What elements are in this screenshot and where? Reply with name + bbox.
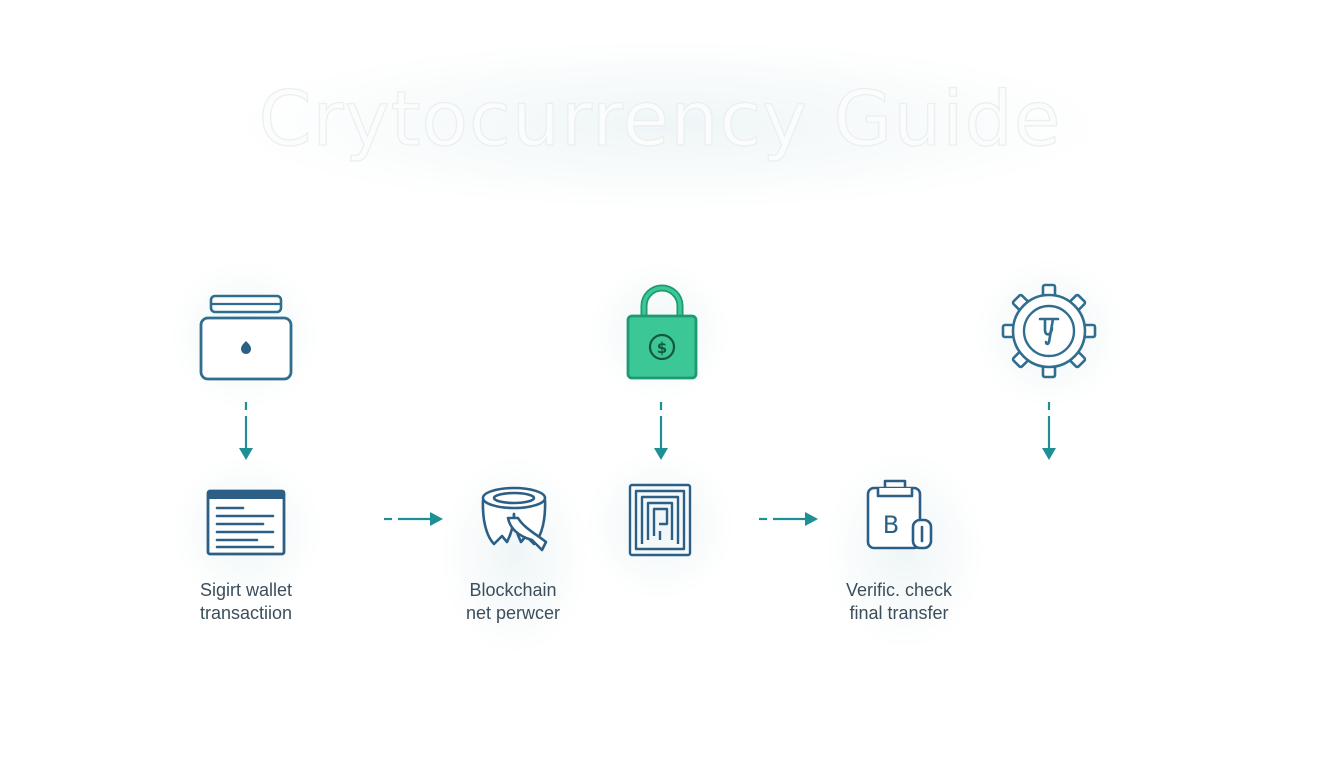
arrow-padlock-to-maze: [654, 402, 668, 460]
svg-text:$: $: [657, 339, 667, 357]
wallet-icon: [199, 294, 293, 381]
caption-verification-line2: final transfer: [849, 603, 949, 623]
caption-wallet: Sigirt wallet transactiion: [146, 579, 346, 625]
caption-blockchain-line1: Blockchain: [469, 580, 557, 600]
caption-blockchain: Blockchain net perwcer: [413, 579, 613, 625]
arrow-document-to-network: [384, 512, 443, 526]
arrow-wallet-to-document: [239, 402, 253, 460]
svg-text:B: B: [883, 511, 899, 539]
title-glow: [230, 40, 1110, 210]
caption-wallet-line1: Sigirt wallet: [199, 580, 293, 600]
arrow-maze-to-bitcoin: [759, 512, 818, 526]
gear-icon: [1001, 283, 1097, 379]
maze-chip-icon: [628, 483, 692, 557]
padlock-dollar-icon: $: [626, 284, 698, 380]
caption-verification: Verific. check final transfer: [799, 579, 999, 625]
caption-wallet-line2: transactiion: [199, 603, 293, 623]
document-lines-icon: [206, 489, 286, 556]
caption-blockchain-line2: net perwcer: [465, 603, 561, 623]
caption-verification-line1: Verific. check: [845, 580, 953, 600]
diagram-title: Crytocurrency Guide: [258, 73, 1062, 163]
bitcoin-badge-icon: B: [866, 479, 933, 550]
ribbon-network-icon: [481, 486, 548, 552]
arrow-gear-down: [1042, 402, 1056, 460]
